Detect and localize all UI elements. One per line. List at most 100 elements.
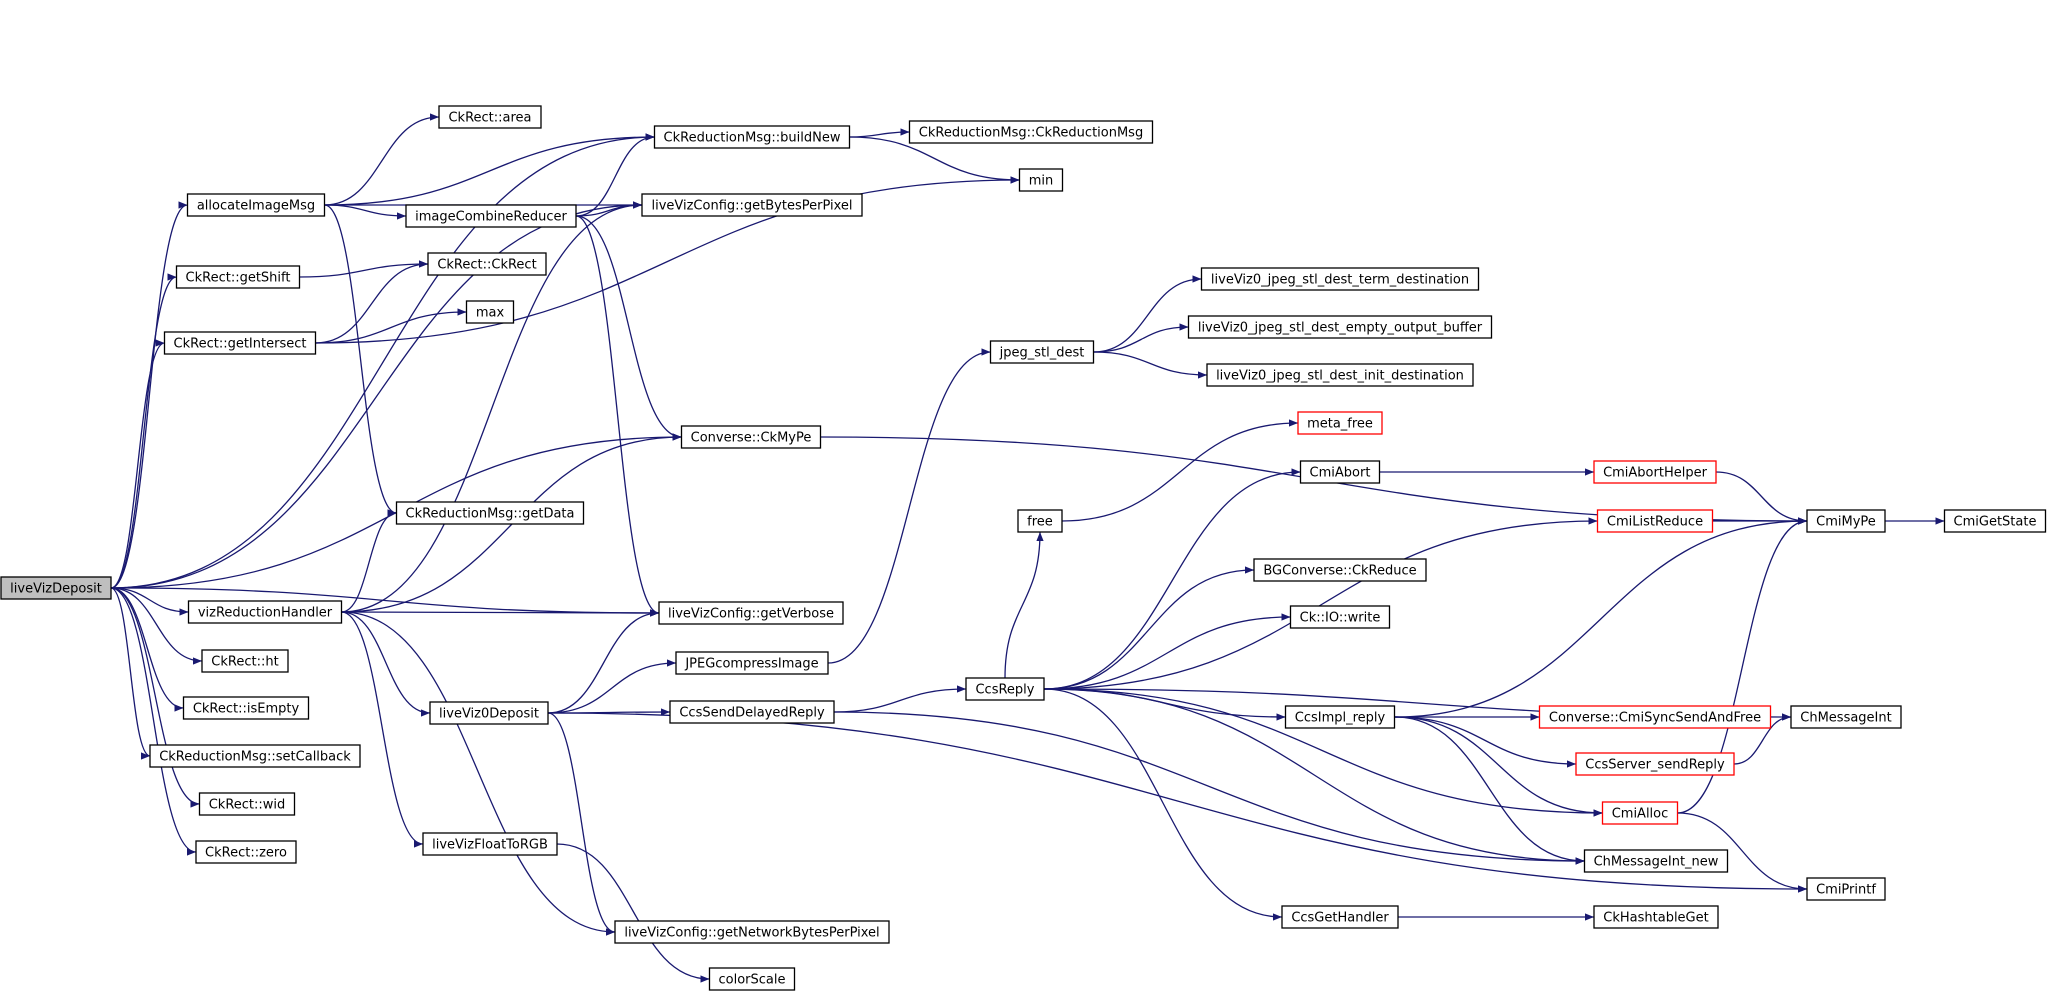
edge-vizreductionhandler-to-livevizconfig-getnetworkbytesperpixel [341,611,616,936]
node-cmilistreduce[interactable]: CmiListReduce [1596,509,1714,533]
edges-layer [110,113,1945,983]
node-cmigetstate[interactable]: CmiGetState [1943,509,2047,533]
node-ccsgethandler[interactable]: CcsGetHandler [1281,905,1399,929]
edge-liveviz0deposit-to-livevizconfig-getverbose [547,609,660,714]
node-ckreductionmsg-ckreductionmsg[interactable]: CkReductionMsg::CkReductionMsg [908,120,1154,144]
node-ccsreply[interactable]: CcsReply [965,677,1045,701]
node-ckrect-getshift[interactable]: CkRect::getShift [175,265,301,289]
node-livevizconfig-getbytesperpixel[interactable]: liveVizConfig::getBytesPerPixel [641,193,863,217]
node-label: Converse::CkMyPe [691,431,812,446]
node-vizreductionhandler[interactable]: vizReductionHandler [187,600,343,624]
node-label: CkHashtableGet [1603,911,1708,926]
edge-arrow [833,711,1585,865]
node-ckrect-wid[interactable]: CkRect::wid [198,792,296,816]
node-livevizconfig-getverbose[interactable]: liveVizConfig::getVerbose [658,601,844,625]
edge-arrow [110,133,655,589]
edge-ckrect-getintersect-to-max [315,308,467,344]
node-ckrect-ht[interactable]: CkRect::ht [201,649,289,673]
edge-arrow [1043,688,1603,817]
node-box [1018,168,1064,192]
edge-ccssenddelayedreply-to-ccsreply [833,685,967,713]
node-chmessageint[interactable]: ChMessageInt [1790,705,1902,729]
edge-ccsreply-to-cmilistreduce [1043,517,1598,690]
edge-arrow [299,260,429,278]
edge-ccsreply-to-ck-io-write [1043,613,1291,690]
node-cmiprintf[interactable]: CmiPrintf [1806,877,1886,901]
edge-arrow [110,587,197,856]
edge-livevizdeposit-to-ckrect-getintersect [110,339,165,589]
node-livevizdeposit[interactable]: liveVizDeposit [0,576,112,600]
node-converse-ckmype[interactable]: Converse::CkMyPe [680,425,822,449]
node-lv-empty[interactable]: liveViz0_jpeg_stl_dest_empty_output_buff… [1187,315,1493,339]
node-ckreductionmsg-getdata[interactable]: CkReductionMsg::getData [395,501,585,525]
node-box [1790,705,1902,729]
node-ckrect-ckrect[interactable]: CkRect::CkRect [427,252,547,276]
edge-ckrect-getshift-to-ckrect-ckrect [299,260,429,278]
edge-arrow [110,201,188,589]
node-label: CkRect::CkRect [437,258,536,273]
node-lv-term[interactable]: liveViz0_jpeg_stl_dest_term_destination [1200,267,1480,291]
edge-ccssenddelayedreply-to-chmessageint-new [833,711,1585,865]
node-box [187,600,343,624]
node-ck-io-write[interactable]: Ck::IO::write [1289,605,1391,629]
node-bgconverse-ckreduce[interactable]: BGConverse::CkReduce [1253,558,1427,582]
edge-livevizdeposit-to-ckreductionmsg-setcallback [110,587,151,760]
node-ccsimpl-reply[interactable]: CcsImpl_reply [1284,705,1396,729]
node-label: JPEGcompressImage [684,657,818,672]
node-box [0,576,112,600]
edge-arrow [849,128,910,138]
node-label: CkReductionMsg::buildNew [664,131,841,146]
edge-arrow [110,587,151,760]
node-free[interactable]: free [1017,509,1063,533]
node-colorscale[interactable]: colorScale [708,967,796,991]
edge-livevizdeposit-to-vizreductionhandler [110,587,189,616]
node-label: CmiPrintf [1816,883,1876,898]
node-chmessageint-new[interactable]: ChMessageInt_new [1583,849,1729,873]
node-ckrect-isempty[interactable]: CkRect::isEmpty [182,696,310,720]
node-min[interactable]: min [1018,168,1064,192]
node-box [1806,877,1886,901]
node-ckrect-area[interactable]: CkRect::area [438,105,542,129]
nodes-layer: liveVizDeposit allocateImageMsgCkRect::ge… [0,105,2047,991]
edge-arrow [341,201,643,613]
node-box [1538,705,1772,729]
node-cmiaborthelper[interactable]: CmiAbortHelper [1593,460,1717,484]
edge-vizreductionhandler-to-livevizconfig-getverbose [341,609,660,617]
node-box [1017,509,1063,533]
node-jpeg-stl-dest[interactable]: jpeg_stl_dest [989,340,1095,364]
node-cmiabort[interactable]: CmiAbort [1299,460,1381,484]
edge-jpegcompressimage-to-jpeg-stl-dest [827,348,991,664]
node-livevizfloattorgb[interactable]: liveVizFloatToRGB [422,832,558,856]
node-box [675,651,829,675]
node-ckhashtableget[interactable]: CkHashtableGet [1593,905,1719,929]
edge-livevizdeposit-to-ckrect-wid [110,587,200,808]
edge-cmiaborthelper-to-cmimype [1715,471,1808,525]
node-label: CcsImpl_reply [1295,711,1386,726]
node-converse-cmisyncsendandfree[interactable]: Converse::CmiSyncSendAndFree [1538,705,1772,729]
node-box [198,792,296,816]
node-ccsserver-sendreply[interactable]: CcsServer_sendReply [1575,752,1735,776]
node-ckrect-zero[interactable]: CkRect::zero [195,840,297,864]
node-ckreductionmsg-setcallback[interactable]: CkReductionMsg::setCallback [149,744,361,768]
edge-allocateimagemsg-to-imagecombinereducer [324,204,407,220]
edge-livevizdeposit-to-livevizconfig-getbytesperpixel [110,201,643,589]
node-ccssenddelayedreply[interactable]: CcsSendDelayedReply [669,700,835,724]
node-allocateimagemsg[interactable]: allocateImageMsg [186,193,326,217]
edge-imagecombinereducer-to-ckreductionmsg-buildnew [575,133,655,217]
edge-allocateimagemsg-to-ckrect-area [324,113,440,206]
node-ckreductionmsg-buildnew[interactable]: CkReductionMsg::buildNew [653,125,851,149]
node-cmimype[interactable]: CmiMyPe [1806,509,1886,533]
node-lv-init[interactable]: liveViz0_jpeg_stl_dest_init_destination [1206,363,1474,387]
node-liveviz0deposit[interactable]: liveViz0Deposit [429,701,549,725]
edge-arrow [1043,613,1291,690]
edge-allocateimagemsg-to-ckreductionmsg-buildnew [324,133,655,206]
node-ckrect-getintersect[interactable]: CkRect::getIntersect [163,331,317,355]
node-livevizconfig-getnetworkbytesperpixel[interactable]: liveVizConfig::getNetworkBytesPerPixel [614,920,890,944]
node-label: Ck::IO::write [1300,611,1381,626]
node-max[interactable]: max [465,300,515,324]
node-label: CcsGetHandler [1291,911,1389,926]
node-jpegcompressimage[interactable]: JPEGcompressImage [675,651,829,675]
node-imagecombinereducer[interactable]: imageCombineReducer [405,204,577,228]
node-cmialloc[interactable]: CmiAlloc [1601,801,1679,825]
node-meta-free[interactable]: meta_free [1297,411,1383,435]
